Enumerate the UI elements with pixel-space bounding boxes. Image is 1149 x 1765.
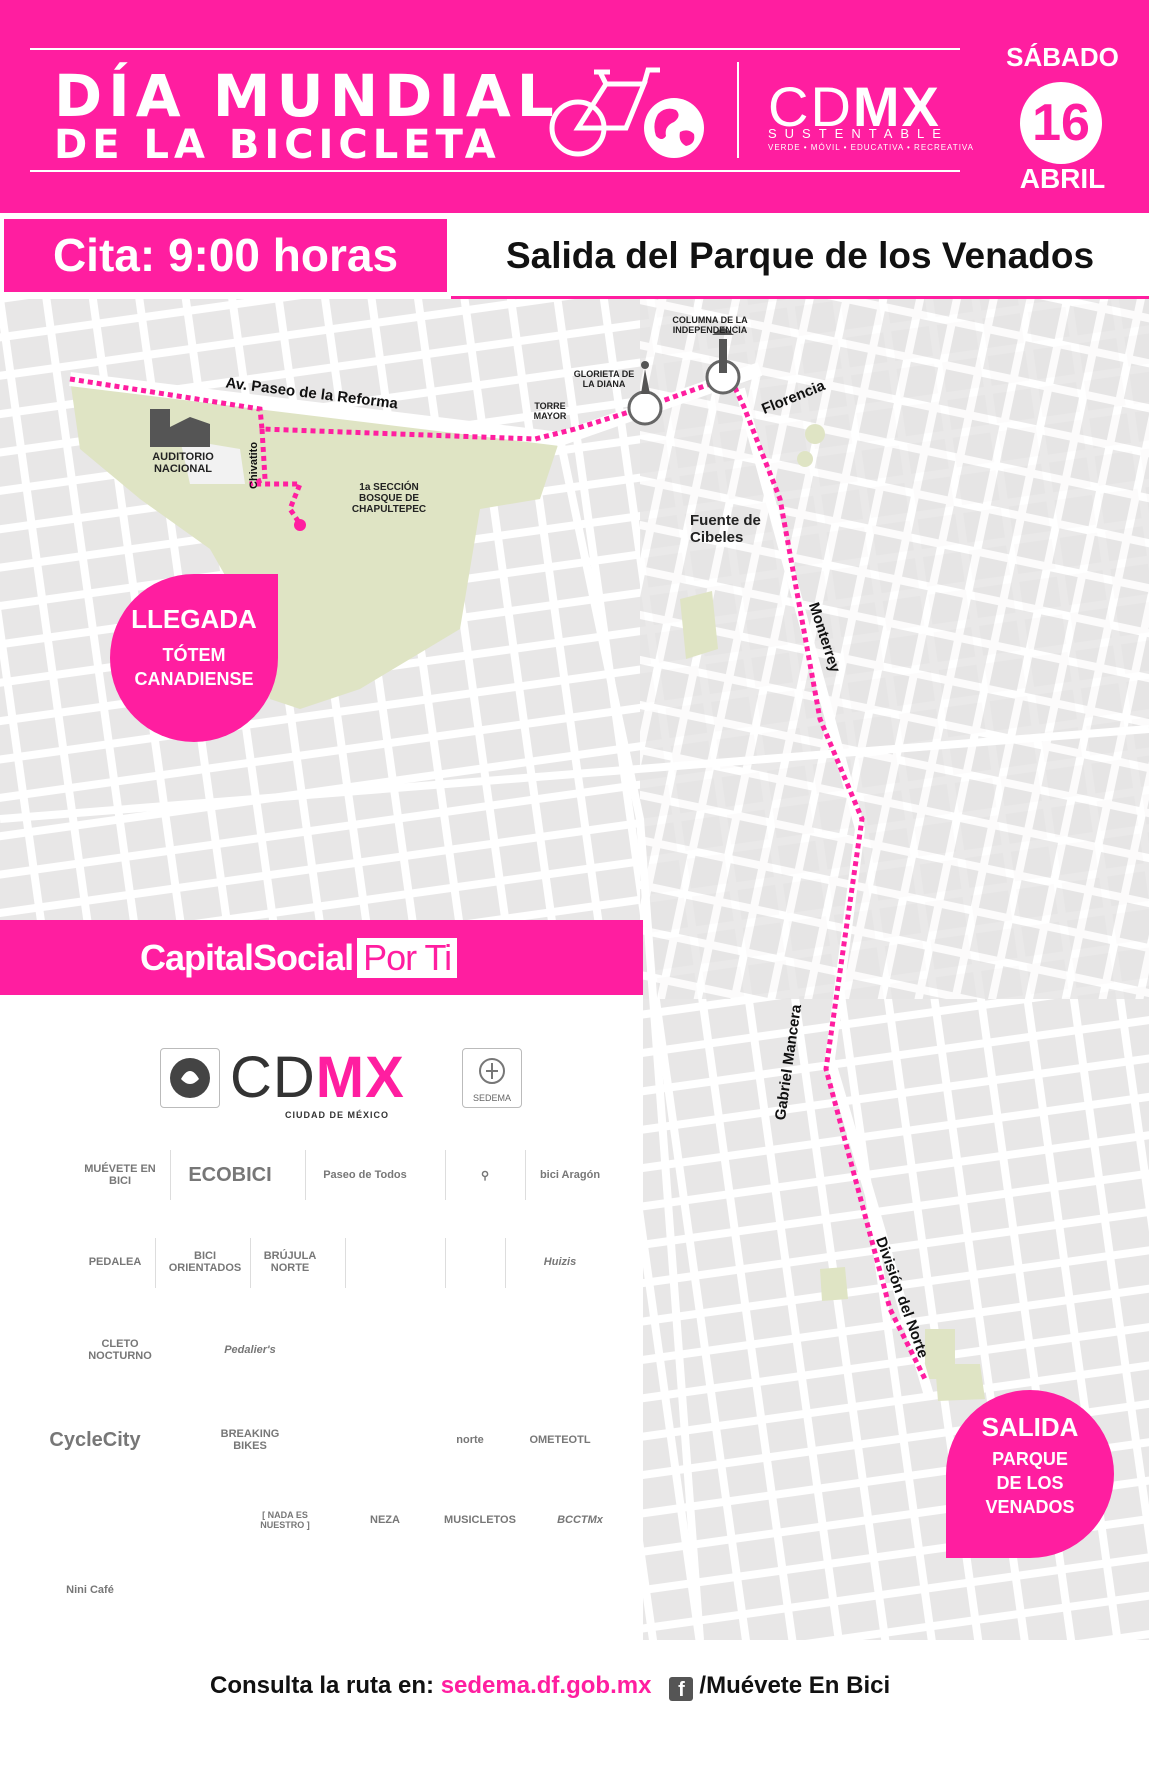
arrival-title: LLEGADA xyxy=(131,604,257,634)
sponsor-logo: BRÚJULA NORTE xyxy=(263,1250,317,1274)
header-top-rule xyxy=(30,48,960,50)
cita-time: Cita: 9:00 horas xyxy=(52,229,399,281)
sponsor-logo: ECOBICI xyxy=(188,1163,272,1186)
sponsor-logo xyxy=(410,1560,500,1620)
sponsor-logo: CLETO NOCTURNO xyxy=(88,1338,152,1362)
sponsor-logo: Nini Café xyxy=(66,1584,114,1596)
arrival-line2: CANADIENSE xyxy=(134,669,254,689)
event-title-line1: DÍA MUNDIAL xyxy=(54,62,560,130)
sponsor-logo xyxy=(345,1232,435,1292)
bicycle-globe-icon xyxy=(549,67,704,158)
cita-box: Cita: 9:00 horas xyxy=(0,213,451,298)
auditorio-building-icon xyxy=(150,409,210,447)
cdmx-tagline: VERDE • MÓVIL • EDUCATIVA • RECREATIVA xyxy=(768,143,974,152)
street-chivatito: Chivatito xyxy=(248,441,260,489)
sponsor-logo: BCCTMx xyxy=(557,1514,603,1526)
arrival-line1: TÓTEM xyxy=(162,645,226,665)
sponsor-logo: OMETEOTL xyxy=(529,1434,591,1446)
event-title-line2: DE LA BICICLETA xyxy=(54,122,501,168)
sponsor-logo xyxy=(45,1490,135,1550)
diana-monument-icon xyxy=(627,361,663,426)
sponsor-logo xyxy=(150,1560,240,1620)
facebook-link[interactable]: /Muévete En Bici xyxy=(699,1672,891,1699)
independence-column-icon xyxy=(705,327,741,395)
sponsor-logo xyxy=(500,1320,590,1380)
departure-marker: SALIDA PARQUE DE LOS VENADOS xyxy=(946,1390,1114,1558)
cdmx-main-sub: CIUDAD DE MÉXICO xyxy=(285,1110,390,1120)
event-day-name: SÁBADO xyxy=(1006,42,1119,72)
sponsor-logo: norte xyxy=(456,1434,484,1446)
sedema-label: SEDEMA xyxy=(472,1093,511,1103)
sponsor-logo: NEZA xyxy=(370,1514,400,1526)
footer-url-link[interactable]: sedema.df.gob.mx xyxy=(440,1672,652,1699)
sponsor-logo xyxy=(525,1560,615,1620)
sponsor-logo: bici Aragón xyxy=(539,1169,601,1181)
sponsor-logo xyxy=(330,1410,420,1470)
sponsor-logo: Pedalier's xyxy=(224,1344,276,1356)
sponsor-logo: ⚲ xyxy=(480,1169,490,1182)
sponsor-logo xyxy=(320,1320,410,1380)
event-month: ABRIL xyxy=(1019,163,1106,194)
departure-line3: VENADOS xyxy=(985,1497,1075,1517)
sponsor-logo: MUÉVETE EN BICI xyxy=(84,1163,156,1187)
footer-text: Consulta la ruta en: sedema.df.gob.mx f/M… xyxy=(210,1672,890,1701)
label-glorieta-diana: GLORIETA DE LA DIANA xyxy=(573,369,635,389)
header-banner: DÍA MUNDIAL DE LA BICICLETA CDMX SUSTENT… xyxy=(0,0,1149,213)
arrival-marker: LLEGADA TÓTEM CANADIENSE xyxy=(110,574,278,742)
footer-label: Consulta la ruta en: xyxy=(210,1672,441,1699)
sponsor-logo xyxy=(135,1490,225,1550)
sponsor-logo xyxy=(315,1560,405,1620)
header-bottom-rule xyxy=(30,170,960,172)
sponsor-logo xyxy=(415,1320,505,1380)
sponsor-logo: CycleCity xyxy=(49,1428,141,1451)
event-day-number: 16 xyxy=(1020,82,1102,164)
departure-title: SALIDA xyxy=(981,1412,1079,1442)
label-columna-independencia: COLUMNA DE LA INDEPENDENCIA xyxy=(672,315,748,335)
sponsor-logo: PEDALEA xyxy=(88,1256,142,1268)
label-bosque-chapultepec: 1a SECCIÓN BOSQUE DE CHAPULTEPEC xyxy=(351,482,427,515)
departure-heading: Salida del Parque de los Venados xyxy=(505,235,1095,276)
sponsor-logo: Paseo de Todos xyxy=(323,1169,407,1181)
label-auditorio-nacional: AUDITORIO NACIONAL xyxy=(152,451,214,475)
sponsor-logo: Huizis xyxy=(543,1256,577,1268)
government-logos: CDMX CIUDAD DE MÉXICO SEDEMA xyxy=(160,1040,540,1120)
sponsor-logo: BICI ORIENTADOS xyxy=(168,1250,242,1274)
bike-route xyxy=(69,373,928,1381)
facebook-icon: f xyxy=(669,1677,694,1701)
sponsor-logo: [ NADA ES NUESTRO ] xyxy=(260,1510,310,1530)
footer: Consulta la ruta en: sedema.df.gob.mx f/M… xyxy=(0,1640,1149,1765)
departure-line1: PARQUE xyxy=(992,1449,1068,1469)
sponsor-logo: MUSICLETOS xyxy=(444,1514,516,1526)
sponsor-logo xyxy=(430,1232,520,1292)
cdmx-sustentable: SUSTENTABLE xyxy=(768,126,949,141)
label-torre-mayor: TORRE MAYOR xyxy=(533,401,567,421)
departure-line2: DE LOS xyxy=(996,1473,1064,1493)
label-fuente-cibeles: Fuente de Cibeles xyxy=(690,512,761,546)
cdmx-logo: CDMX xyxy=(768,75,941,138)
cdmx-main-logo: CDMX xyxy=(230,1045,405,1110)
header-divider xyxy=(737,62,739,158)
sedema-logo: SEDEMA xyxy=(462,1048,522,1108)
departure-underline xyxy=(451,296,1149,299)
sponsor-logo: BREAKING BIKES xyxy=(220,1428,280,1452)
coat-of-arms-icon xyxy=(160,1048,220,1108)
